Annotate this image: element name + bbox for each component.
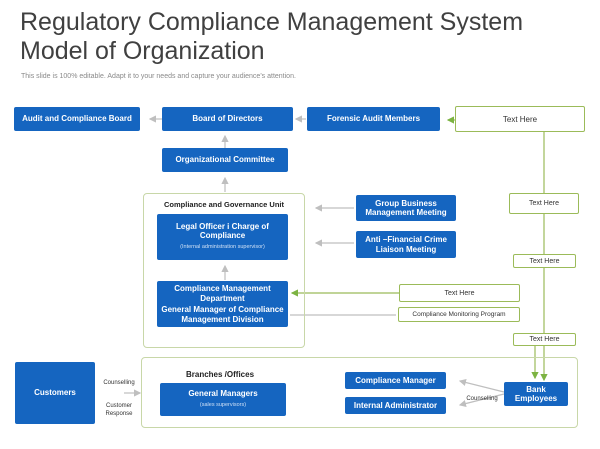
customers-node: Customers	[15, 362, 95, 424]
customer-response: Customer Response	[105, 403, 133, 417]
text-here-3-label: Text Here	[444, 289, 475, 297]
general-managers-sub: (sales supervisors)	[199, 401, 247, 408]
organizational-committee-label: Organizational Committee	[175, 155, 275, 165]
internal-administrator-label: Internal Administrator	[353, 400, 438, 410]
counselling-left: Counselling	[103, 380, 135, 386]
anti-financial-crime-label: Anti –Financial Crime Liaison Meeting	[365, 235, 447, 254]
monitoring-program-label: Compliance Monitoring Program	[412, 311, 506, 318]
group-business-meeting-node: Group Business Management Meeting	[356, 195, 456, 221]
text-here-1: Text Here	[509, 193, 579, 214]
title-line-1: Regulatory Compliance Management System	[20, 8, 524, 36]
forensic-audit-label: Forensic Audit Members	[326, 114, 421, 124]
title-line-2: Model of Organization	[20, 37, 265, 65]
text-here-4-label: Text Here	[529, 336, 560, 343]
monitoring-program: Compliance Monitoring Program	[398, 307, 520, 322]
general-managers-label: General Managers	[188, 389, 258, 398]
legal-officer-sub: (Internal administration supervisor)	[180, 243, 265, 250]
branches-frame	[141, 357, 578, 428]
counselling-right: Counselling	[466, 396, 498, 402]
anti-financial-crime-node: Anti –Financial Crime Liaison Meeting	[356, 231, 456, 258]
internal-administrator-node: Internal Administrator	[345, 397, 446, 414]
text-here-top: Text Here	[455, 106, 585, 132]
forensic-audit-node: Forensic Audit Members	[307, 107, 440, 131]
compliance-manager-node: Compliance Manager	[345, 372, 446, 389]
governance-unit-title: Compliance and Governance Unit	[163, 200, 285, 209]
legal-officer-label: Legal Officer i Charge of Compliance	[176, 221, 269, 241]
compliance-department-node: Compliance Management Department General…	[157, 281, 288, 327]
text-here-top-label: Text Here	[502, 114, 538, 124]
text-here-4: Text Here	[513, 333, 576, 346]
compliance-manager-label: Compliance Manager	[355, 375, 436, 385]
general-manager-division-label: General Manager of Compliance Management…	[161, 305, 284, 324]
legal-officer-node: Legal Officer i Charge of Compliance (In…	[157, 214, 288, 260]
branches-title: Branches /Offices	[185, 370, 255, 379]
text-here-2: Text Here	[513, 254, 576, 268]
page-title: Regulatory Compliance Management System …	[20, 8, 523, 66]
general-managers-node: General Managers (sales supervisors)	[160, 383, 286, 416]
audit-compliance-board-label: Audit and Compliance Board	[22, 114, 132, 124]
subtitle: This slide is 100% editable. Adapt it to…	[21, 73, 296, 80]
text-here-3: Text Here	[399, 284, 520, 302]
group-business-meeting-label: Group Business Management Meeting	[365, 198, 447, 218]
text-here-1-label: Text Here	[529, 200, 559, 207]
audit-compliance-board-node: Audit and Compliance Board	[14, 107, 140, 131]
board-of-directors-node: Board of Directors	[162, 107, 293, 131]
bank-employees-label: Bank Employees	[514, 384, 558, 404]
bank-employees-node: Bank Employees	[504, 382, 568, 406]
text-here-2-label: Text Here	[529, 257, 560, 265]
board-of-directors-label: Board of Directors	[192, 114, 263, 124]
customers-label: Customers	[34, 388, 76, 398]
compliance-department-label: Compliance Management Department	[174, 284, 271, 303]
organizational-committee-node: Organizational Committee	[162, 148, 288, 172]
governance-unit-frame	[143, 193, 305, 348]
